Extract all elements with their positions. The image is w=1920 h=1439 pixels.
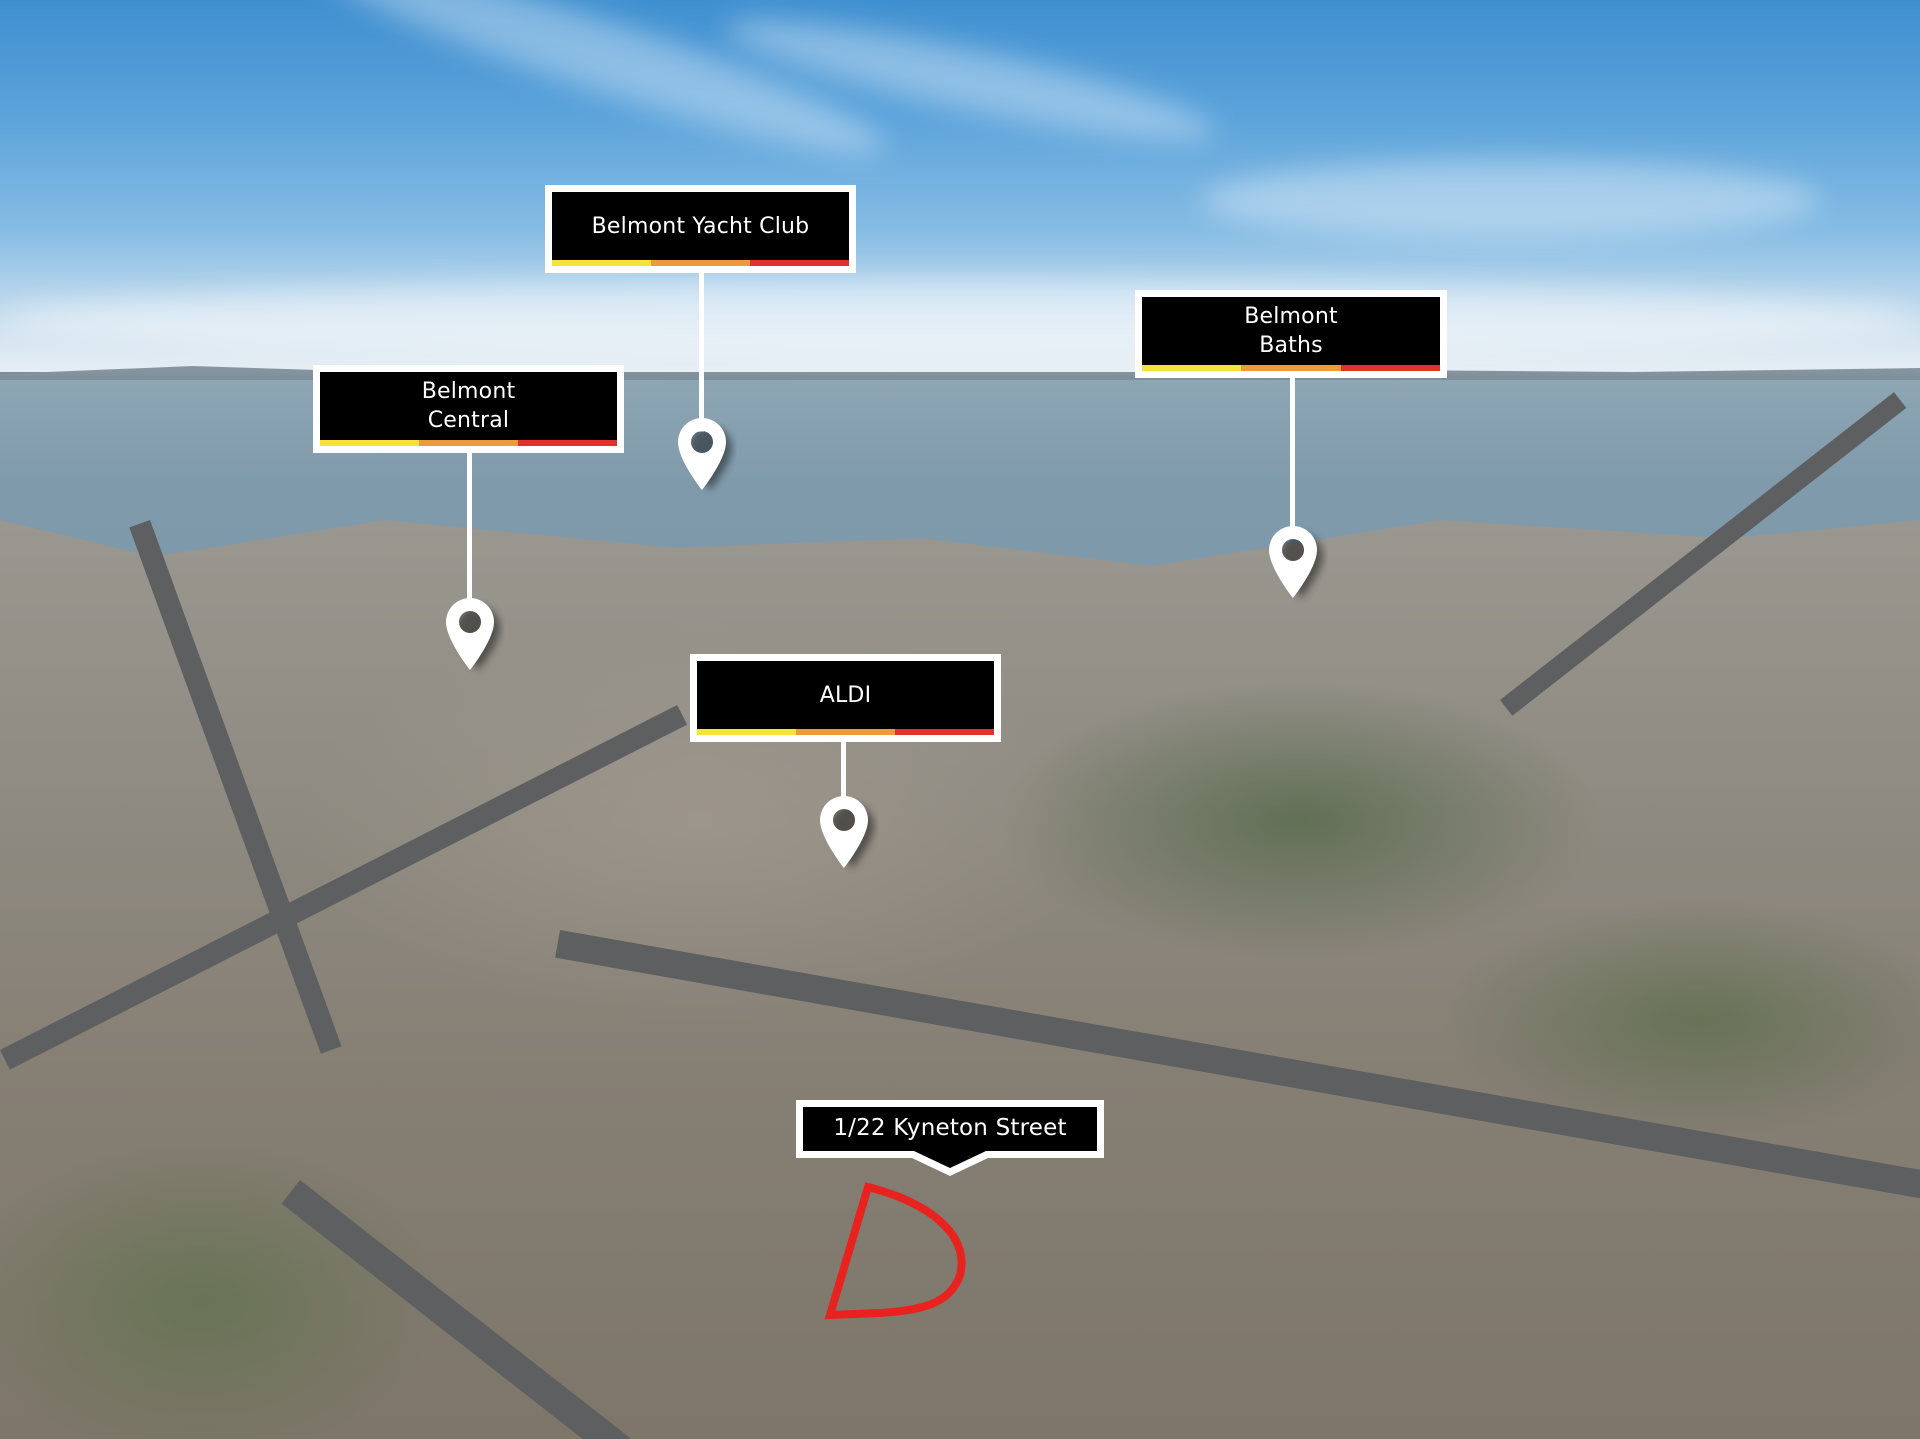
color-stripe xyxy=(697,729,994,735)
callout-label: ALDI xyxy=(819,682,872,708)
location-pin-icon[interactable] xyxy=(818,796,874,868)
color-stripe xyxy=(1142,365,1440,371)
callout-belmont-yacht-club[interactable]: Belmont Yacht Club xyxy=(545,185,856,273)
haze xyxy=(0,280,1920,360)
leader-line xyxy=(467,450,472,600)
callout-line: Central xyxy=(427,408,510,433)
label-notch-shape xyxy=(796,1100,1104,1176)
location-pin-icon[interactable] xyxy=(444,598,500,670)
sky xyxy=(0,0,1920,372)
leader-line xyxy=(699,272,704,432)
callout-line: Baths xyxy=(1259,333,1323,358)
color-stripe xyxy=(320,440,617,446)
property-boundary[interactable] xyxy=(820,1175,980,1330)
property-address-label[interactable]: 1/22 Kyneton Street xyxy=(796,1100,1104,1176)
callout-line: Belmont xyxy=(421,379,516,404)
location-pin-icon[interactable] xyxy=(676,418,732,490)
leader-line xyxy=(841,738,846,798)
callout-label: Belmont Yacht Club xyxy=(591,213,810,239)
location-pin-icon[interactable] xyxy=(1267,526,1323,598)
callout-aldi[interactable]: ALDI xyxy=(690,654,1001,742)
callout-line: Belmont xyxy=(1244,304,1338,329)
cloud xyxy=(1200,160,1820,240)
leader-line xyxy=(1290,377,1295,537)
property-address: 1/22 Kyneton Street xyxy=(833,1115,1067,1141)
color-stripe xyxy=(552,260,849,266)
